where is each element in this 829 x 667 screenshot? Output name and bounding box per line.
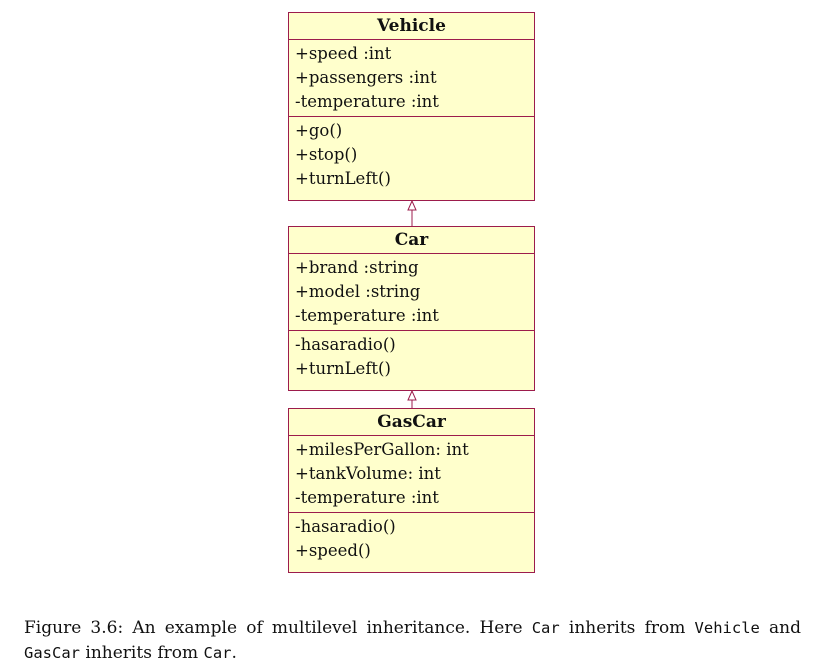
caption-code: Car [203, 644, 232, 662]
method: +go() [295, 121, 343, 140]
attribute: +passengers :int [295, 68, 437, 87]
attribute: +milesPerGallon: int [295, 440, 469, 459]
caption-text: . [231, 643, 237, 663]
attributes-section: +milesPerGallon: int +tankVolume: int -t… [289, 436, 534, 512]
attribute: -temperature :int [295, 488, 439, 507]
methods-section: -hasaradio() +turnLeft() [289, 330, 534, 383]
attribute: +tankVolume: int [295, 464, 441, 483]
inheritance-car-to-vehicle [407, 199, 417, 226]
class-vehicle: Vehicle +speed :int +passengers :int -te… [288, 12, 535, 201]
method: +turnLeft() [295, 169, 391, 188]
attribute: -temperature :int [295, 92, 439, 111]
caption-text: An example of multilevel inheritance. He… [132, 618, 523, 638]
class-name: GasCar [289, 409, 534, 436]
class-name: Car [289, 227, 534, 254]
caption-text: and [769, 618, 801, 638]
caption-code: GasCar [24, 644, 80, 662]
methods-section: +go() +stop() +turnLeft() [289, 116, 534, 193]
caption-prefix: Figure 3.6: [24, 618, 124, 638]
attribute: +speed :int [295, 44, 392, 63]
attribute: +brand :string [295, 258, 419, 277]
caption-text: inherits from [568, 618, 686, 638]
caption-code: Vehicle [694, 619, 760, 637]
caption-code: Car [531, 619, 560, 637]
caption-text: inherits from [85, 643, 199, 663]
attributes-section: +brand :string +model :string -temperatu… [289, 254, 534, 330]
attribute: +model :string [295, 282, 421, 301]
class-car: Car +brand :string +model :string -tempe… [288, 226, 535, 391]
attributes-section: +speed :int +passengers :int -temperatur… [289, 40, 534, 116]
method: -hasaradio() [295, 517, 396, 536]
inheritance-arrowhead [407, 389, 417, 401]
class-gascar: GasCar +milesPerGallon: int +tankVolume:… [288, 408, 535, 573]
inheritance-gascar-to-car [407, 389, 417, 408]
figure-caption: Figure 3.6: An example of multilevel inh… [24, 616, 801, 666]
class-name: Vehicle [289, 13, 534, 40]
methods-section: -hasaradio() +speed() [289, 512, 534, 565]
method: +speed() [295, 541, 371, 560]
inheritance-arrowhead [407, 199, 417, 211]
method: +turnLeft() [295, 359, 391, 378]
attribute: -temperature :int [295, 306, 439, 325]
method: +stop() [295, 145, 358, 164]
method: -hasaradio() [295, 335, 396, 354]
